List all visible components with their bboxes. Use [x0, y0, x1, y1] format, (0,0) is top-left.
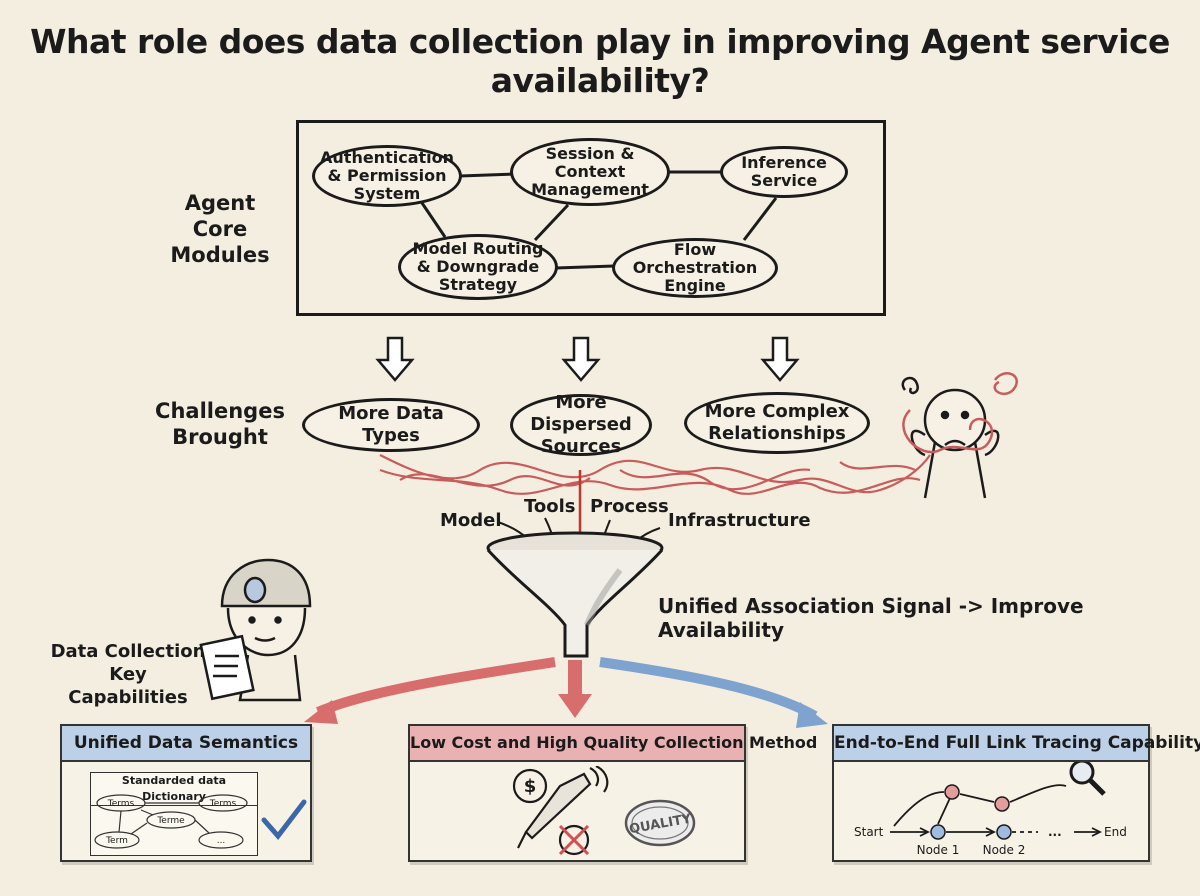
dollar-icon	[512, 768, 548, 804]
left-output-arrow	[316, 657, 556, 717]
trace-start: Start	[854, 825, 884, 839]
capabilities-label: Data Collection Key Capabilities	[48, 640, 208, 709]
center-output-arrow	[558, 694, 592, 718]
checkmark-icon	[261, 799, 307, 840]
panel-title: End-to-End Full Link Tracing Capability	[834, 726, 1200, 762]
core-modules-box	[296, 120, 886, 316]
dictionary-term: Term	[105, 836, 128, 846]
trace-node: Node 1	[917, 843, 960, 857]
panel-unified-semantics: Unified Data Semantics Standarded data D…	[60, 724, 312, 862]
dictionary-title: Standarded data Dictionary	[91, 773, 257, 806]
panel-end-to-end: End-to-End Full Link Tracing Capability …	[832, 724, 1200, 862]
module-line: Flow Orchestration	[632, 240, 758, 277]
module-line: Session &	[545, 144, 635, 163]
challenges-label-line1: Challenges	[155, 399, 285, 423]
dictionary-graph: Terms Terms Terme Term ...	[94, 794, 248, 849]
module-authentication: Authentication & Permission System	[312, 145, 462, 207]
module-line: Service	[750, 171, 818, 190]
module-session-context: Session & Context Management	[510, 138, 670, 206]
module-line: Context	[554, 162, 626, 181]
challenge-complex-relationships: More Complex Relationships	[684, 392, 870, 454]
dictionary-term: Terms	[209, 799, 237, 809]
challenges-label-line2: Brought	[172, 425, 268, 449]
module-line: Inference	[741, 153, 827, 172]
module-line: Model Routing	[412, 239, 544, 258]
module-line: & Downgrade	[416, 257, 540, 276]
dictionary-term: Terms	[107, 799, 135, 809]
stressed-person-icon	[901, 372, 1018, 499]
down-arrow-icon	[375, 336, 800, 382]
worker-person-icon	[199, 558, 312, 702]
challenge-dispersed-sources: More Dispersed Sources	[510, 392, 652, 457]
module-model-routing: Model Routing & Downgrade Strategy	[398, 234, 558, 300]
module-line: Engine	[664, 276, 726, 295]
panel-low-cost: Low Cost and High Quality Collection Met…	[408, 724, 817, 862]
challenge-data-types: More Data Types	[302, 398, 480, 452]
challenge-line: Sources	[540, 436, 622, 457]
collection-icons: $	[512, 766, 609, 856]
quality-stamp-icon: QUALITY	[624, 799, 696, 847]
funnel-icon	[486, 531, 664, 658]
challenge-line: More Dispersed	[530, 392, 632, 435]
challenge-line: More Data Types	[338, 403, 444, 446]
panel-title: Low Cost and High Quality Collection Met…	[410, 726, 817, 762]
pen-icon	[517, 766, 609, 849]
input-model: Model	[440, 510, 502, 531]
module-line: Authentication	[320, 148, 454, 167]
trace-ellipsis: ...	[1048, 825, 1062, 839]
module-line: & Permission	[327, 166, 447, 185]
dictionary-term: ...	[217, 836, 226, 846]
challenge-line: More Complex	[704, 401, 850, 422]
magnifier-icon	[1069, 762, 1106, 796]
signal-text: Unified Association Signal -> Improve Av…	[658, 594, 1084, 642]
capabilities-label-line2: Key Capabilities	[68, 664, 188, 708]
module-inference-service: Inference Service	[720, 146, 848, 198]
input-process: Process	[590, 496, 669, 517]
panel-title: Unified Data Semantics	[62, 726, 310, 762]
dictionary-term: Terme	[156, 816, 185, 826]
input-infrastructure: Infrastructure	[668, 510, 811, 531]
trace-graph: Start ... End Node 1 Node 2	[854, 762, 1127, 857]
core-modules-label: Agent Core Modules	[150, 190, 290, 268]
right-output-arrow	[599, 657, 818, 721]
core-modules-label-line2: Core Modules	[170, 217, 270, 267]
trace-node: Node 2	[983, 843, 1026, 857]
page-title: What role does data collection play in i…	[30, 22, 1170, 100]
core-modules-label-line1: Agent	[184, 191, 256, 215]
challenges-label: Challenges Brought	[150, 398, 290, 450]
dictionary-box: Standarded data Dictionary Terms Terms T…	[90, 772, 258, 856]
module-flow-orchestration: Flow Orchestration Engine	[612, 238, 778, 298]
module-line: System	[353, 184, 421, 203]
trace-end: End	[1104, 825, 1127, 839]
capabilities-label-line1: Data Collection	[50, 641, 206, 662]
module-line: Strategy	[438, 275, 518, 294]
crossed-circle-icon	[558, 824, 590, 856]
tangled-wire	[379, 454, 931, 495]
input-tools: Tools	[524, 496, 576, 517]
challenge-line: Relationships	[708, 423, 846, 444]
svg-text:$: $	[524, 776, 537, 797]
module-line: Management	[531, 180, 649, 199]
